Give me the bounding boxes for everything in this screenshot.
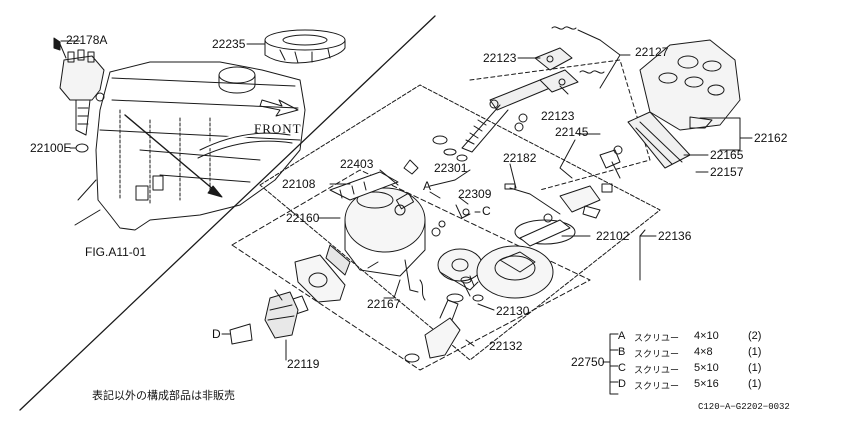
assembly-bracket-22160: [231, 169, 591, 371]
housing-bracket-drawing: [221, 254, 346, 345]
legend-qty: (1): [748, 346, 762, 358]
drive-gear-drawing: [404, 275, 484, 363]
part-label-22750: 22750: [571, 355, 605, 369]
bracket-22162: [699, 117, 741, 151]
part-label-22123-bottom: 22123: [541, 109, 575, 123]
part-label-22309: 22309: [458, 187, 492, 201]
part-label-22162: 22162: [754, 131, 788, 145]
part-label-22178A: 22178A: [66, 33, 108, 47]
small-distributor-drawing: [53, 37, 105, 153]
drawing-code: C120−A−G2202−0032: [698, 402, 790, 412]
leader-lines: [285, 29, 709, 361]
part-label-22119: 22119: [287, 357, 320, 371]
part-label-22403: 22403: [340, 157, 374, 171]
legend-letter: C: [618, 362, 626, 374]
legend-qty: (1): [748, 378, 762, 390]
legend-row: B スクリユー 4×8 (1): [618, 346, 778, 360]
callout-letter-a: A: [423, 179, 432, 193]
assembly-bracket-22108: [259, 84, 661, 361]
legend-qty: (1): [748, 362, 762, 374]
part-label-22301: 22301: [434, 161, 468, 175]
part-label-22123-top: 22123: [483, 51, 517, 65]
legend-letter: B: [618, 346, 626, 358]
part-label-22136: 22136: [658, 229, 692, 243]
legend-row: A スクリユー 4×10 (2): [618, 330, 778, 344]
part-label-22182: 22182: [503, 151, 537, 165]
part-label-22157: 22157: [710, 165, 744, 179]
legend-row: D スクリユー 5×16 (1): [618, 378, 778, 392]
legend-size: 4×8: [694, 346, 713, 358]
figure-reference: FIG.A11-01: [85, 245, 147, 259]
legend-qty: (2): [748, 330, 762, 342]
part-label-22132: 22132: [489, 339, 523, 353]
legend-size: 4×10: [694, 330, 719, 342]
arrow-to-engine: [124, 114, 221, 196]
part-label-22102: 22102: [596, 229, 630, 243]
legend-bracket: [609, 333, 619, 395]
contact-set-drawing: [559, 145, 623, 219]
legend-name: スクリユー: [634, 381, 680, 391]
part-label-22165: 22165: [710, 148, 744, 162]
callout-letter-d: D: [212, 327, 221, 341]
part-label-22160: 22160: [286, 211, 320, 225]
legend-row: C スクリユー 5×10 (1): [618, 362, 778, 376]
front-label: FRONT: [254, 121, 302, 136]
part-label-22100E: 22100E: [30, 141, 72, 155]
legend-name: スクリユー: [634, 365, 680, 375]
part-label-22167: 22167: [367, 297, 401, 311]
governor-weights-drawing: [534, 26, 605, 93]
misc-small-parts: [367, 135, 471, 301]
part-label-22145: 22145: [555, 125, 589, 139]
legend-letter: D: [618, 378, 626, 390]
part-label-22127: 22127: [635, 45, 669, 59]
part-label-22235: 22235: [212, 37, 246, 51]
front-arrow: [259, 99, 299, 117]
not-for-sale-note: 表記以外の構成部品は非販売: [92, 390, 235, 402]
bracket-22127: [599, 39, 621, 89]
legend-size: 5×16: [694, 378, 719, 390]
legend-size: 5×10: [694, 362, 719, 374]
engine-block-drawing: [74, 61, 306, 231]
legend-letter: A: [618, 330, 626, 342]
legend-name: スクリユー: [634, 349, 680, 359]
callout-letter-c: C: [482, 204, 491, 218]
section-divider-line: [19, 15, 436, 411]
drive-shaft-drawing: [461, 77, 551, 153]
vacuum-advance-drawing: [325, 171, 446, 277]
screw-legend: A スクリユー 4×10 (2) B スクリユー 4×8 (1) C スクリユー…: [618, 330, 778, 398]
distributor-cap-inset-drawing: [264, 29, 346, 64]
legend-name: スクリユー: [634, 333, 680, 343]
part-label-22108: 22108: [282, 177, 316, 191]
breaker-plate-drawing: [437, 183, 576, 299]
part-label-22130: 22130: [496, 304, 530, 318]
distributor-cap-drawing: [639, 39, 741, 131]
